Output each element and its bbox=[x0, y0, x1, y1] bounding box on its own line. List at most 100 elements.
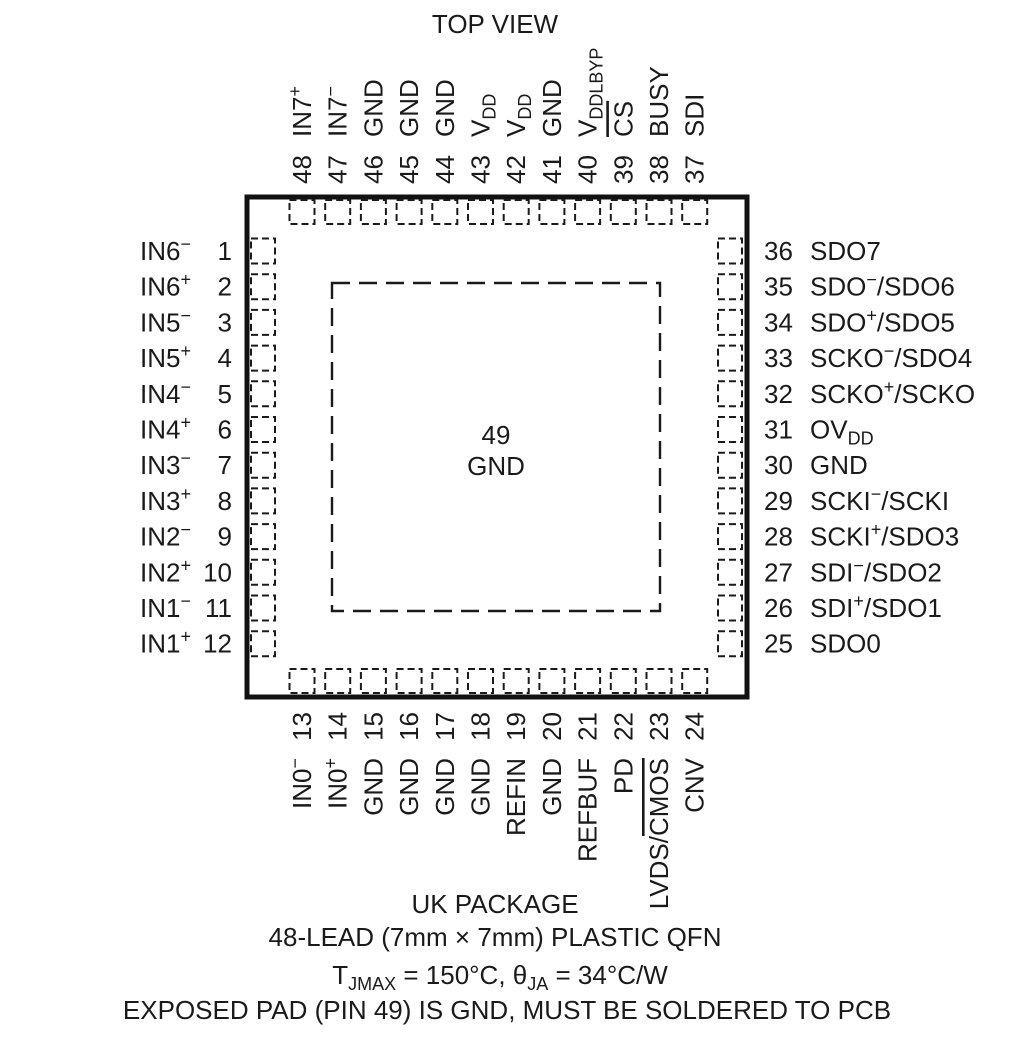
pin-label: SCKO−/SDO4 bbox=[810, 341, 972, 373]
pin-number: 12 bbox=[203, 629, 232, 659]
pin-label: GND bbox=[466, 758, 496, 816]
pin-label: OVDD bbox=[810, 415, 874, 449]
pin-label: GND bbox=[394, 758, 424, 816]
pin-label: GND bbox=[430, 758, 460, 816]
pin-pad bbox=[717, 237, 743, 265]
pin-number: 10 bbox=[203, 557, 232, 587]
pin-number: 33 bbox=[764, 343, 793, 373]
pin-label: CNV bbox=[680, 757, 710, 813]
pin-pad bbox=[395, 668, 423, 694]
pin-number: 47 bbox=[323, 155, 353, 184]
pin-number: 15 bbox=[358, 712, 388, 741]
pin-pad bbox=[324, 199, 352, 225]
pin-pad bbox=[502, 668, 530, 694]
pin-pad bbox=[717, 273, 743, 301]
pin-pad bbox=[538, 668, 566, 694]
pin-label: SCKI+/SDO3 bbox=[810, 520, 959, 552]
pin-label: IN2− bbox=[140, 520, 191, 552]
pin-pad bbox=[250, 416, 276, 443]
pin-pad bbox=[288, 668, 316, 694]
left-pin-labels: 1IN6−2IN6+3IN5−4IN5+5IN4−6IN4+7IN3−8IN3+… bbox=[140, 234, 232, 659]
pin-label: VDD bbox=[466, 94, 500, 137]
pin-pad bbox=[717, 487, 743, 515]
pin-number: 14 bbox=[323, 712, 353, 741]
pin-number: 17 bbox=[430, 712, 460, 741]
pin-label: SCKI−/SCKI bbox=[810, 484, 949, 516]
pin-pad bbox=[250, 487, 276, 515]
pin-pad bbox=[717, 594, 743, 622]
pin-number: 20 bbox=[537, 712, 567, 741]
pin-number: 8 bbox=[218, 486, 232, 516]
pin-pad bbox=[609, 668, 637, 694]
pin-number: 34 bbox=[764, 307, 793, 337]
pin-pad bbox=[250, 523, 276, 551]
pin-label: SDI+/SDO1 bbox=[810, 591, 942, 623]
pin-pad bbox=[395, 199, 423, 225]
pin-label: IN3− bbox=[140, 448, 191, 480]
pin-pad bbox=[250, 308, 276, 336]
view-title: TOP VIEW bbox=[432, 9, 559, 39]
pin-number: 24 bbox=[680, 712, 710, 741]
pin-pad bbox=[250, 344, 276, 372]
pin-number: 29 bbox=[764, 486, 793, 516]
pin-pad bbox=[502, 199, 530, 225]
pin-label: IN6− bbox=[140, 234, 191, 266]
pin-label: SDO+/SDO5 bbox=[810, 305, 955, 337]
pin-pad bbox=[288, 199, 316, 225]
pin-label: BUSY bbox=[644, 66, 674, 137]
pin-label: GND bbox=[537, 758, 567, 816]
pin-number: 35 bbox=[764, 272, 793, 302]
package-lead-info: 48-LEAD (7mm × 7mm) PLASTIC QFN bbox=[269, 922, 722, 952]
pin-label: IN1+ bbox=[140, 627, 191, 659]
pin-number: 16 bbox=[394, 712, 424, 741]
pin-number: 40 bbox=[573, 155, 603, 184]
pin-pad bbox=[574, 199, 602, 225]
package-body bbox=[244, 194, 750, 700]
pin-label: SDI bbox=[680, 94, 710, 137]
pin-label: IN5− bbox=[140, 305, 191, 337]
pin-pad bbox=[717, 451, 743, 479]
top-pin-labels: 37SDI38BUSY39CS40VDDLBYP41GND42VDD43VDD4… bbox=[285, 48, 710, 184]
pin-label: REFBUF bbox=[573, 758, 603, 862]
pin-pad bbox=[681, 668, 709, 694]
pin-pad bbox=[574, 668, 602, 694]
pin-label: IN1− bbox=[140, 591, 191, 623]
pin-number: 28 bbox=[764, 522, 793, 552]
pin-label: GND bbox=[810, 450, 868, 480]
pin-number: 13 bbox=[287, 712, 317, 741]
pin-label: IN4+ bbox=[140, 413, 191, 445]
pin-label: CS bbox=[608, 101, 638, 137]
pin-number: 32 bbox=[764, 379, 793, 409]
pin-label: IN0− bbox=[285, 758, 317, 809]
pin-pad bbox=[250, 451, 276, 479]
pin-label: VDDLBYP bbox=[573, 48, 607, 137]
pin-pad bbox=[250, 594, 276, 622]
pin-number: 22 bbox=[608, 712, 638, 741]
pin-number: 4 bbox=[218, 343, 232, 373]
pin-label: REFIN bbox=[501, 758, 531, 836]
pin-pad bbox=[609, 199, 637, 225]
pin-label: SDO7 bbox=[810, 236, 881, 266]
pin-pad bbox=[359, 668, 387, 694]
exposed-pad-outline bbox=[330, 281, 662, 613]
pin-number: 7 bbox=[218, 450, 232, 480]
package-name: UK PACKAGE bbox=[411, 889, 578, 919]
pin-label: SDI−/SDO2 bbox=[810, 555, 942, 587]
pin-pad bbox=[467, 668, 494, 694]
pin-pad bbox=[645, 199, 673, 225]
pin-pad bbox=[645, 668, 673, 694]
exposed-pad-label: GND bbox=[467, 451, 525, 481]
pin-pad bbox=[250, 273, 276, 301]
pin-number: 39 bbox=[608, 155, 638, 184]
pin-pad bbox=[717, 630, 743, 658]
pin-number: 48 bbox=[287, 155, 317, 184]
pin-pad bbox=[250, 237, 276, 265]
pin-pad bbox=[538, 199, 566, 225]
pin-number: 19 bbox=[501, 712, 531, 741]
pin-number: 2 bbox=[218, 272, 232, 302]
pin-pad bbox=[717, 308, 743, 336]
pin-label: IN3+ bbox=[140, 484, 191, 516]
pin-label: PD bbox=[608, 758, 638, 794]
pin-pad bbox=[431, 668, 459, 694]
